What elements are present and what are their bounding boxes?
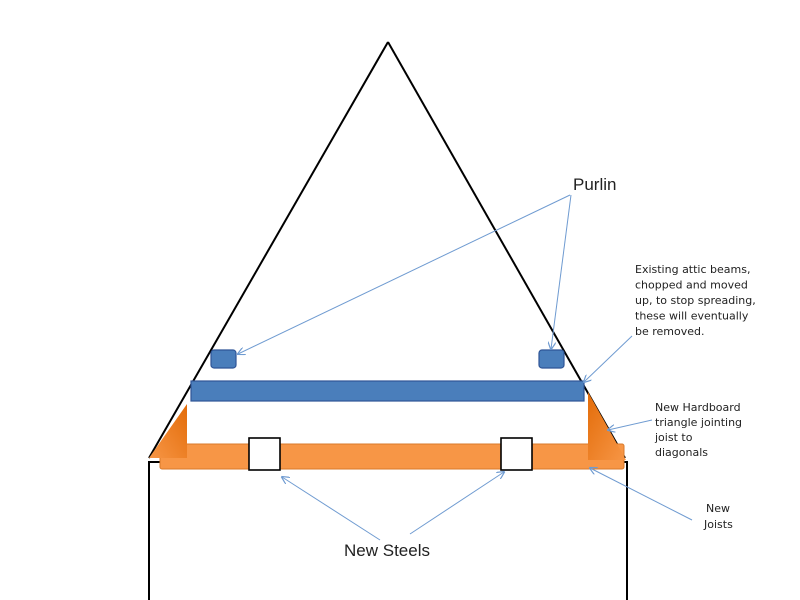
purlin-right [538,349,565,369]
arrow-hardboard [608,419,653,430]
label-hardboard-line: joist to [654,431,693,444]
label-hardboard: New Hardboard triangle jointing joist to… [654,401,746,459]
label-attic-beams-line: these will eventually [635,310,749,323]
arrow-steel-left [282,477,381,541]
label-attic-beams-line: chopped and moved [635,279,748,292]
label-attic-beams-line: be removed. [635,325,705,338]
label-joists-line: Joists [703,518,733,531]
new-steel-right [500,437,533,471]
new-joist [159,443,625,470]
arrow-joists [590,468,693,521]
purlin-left [210,349,237,369]
label-joists: New Joists [703,502,734,531]
label-attic-beams: Existing attic beams, chopped and moved … [635,263,759,338]
label-new-steels: New Steels [344,541,430,560]
label-purlin: Purlin [573,175,616,194]
label-joists-line: New [706,502,730,515]
left-rafter [148,41,389,459]
attic-beam [190,380,585,402]
arrow-attic-beam [584,335,633,382]
hardboard-triangle-left [149,404,187,458]
arrow-purlin-left [238,194,571,354]
label-hardboard-line: New Hardboard [655,401,741,414]
label-attic-beams-line: Existing attic beams, [635,263,750,276]
right-rafter [387,41,626,459]
new-steel-left [248,437,281,471]
label-hardboard-line: diagonals [655,446,708,459]
arrow-steel-right [409,472,504,535]
label-hardboard-line: triangle jointing [655,416,742,429]
callout-arrows [238,194,693,541]
arrow-purlin-right [551,194,572,349]
label-attic-beams-line: up, to stop spreading, [635,294,756,307]
house-walls [148,461,628,600]
